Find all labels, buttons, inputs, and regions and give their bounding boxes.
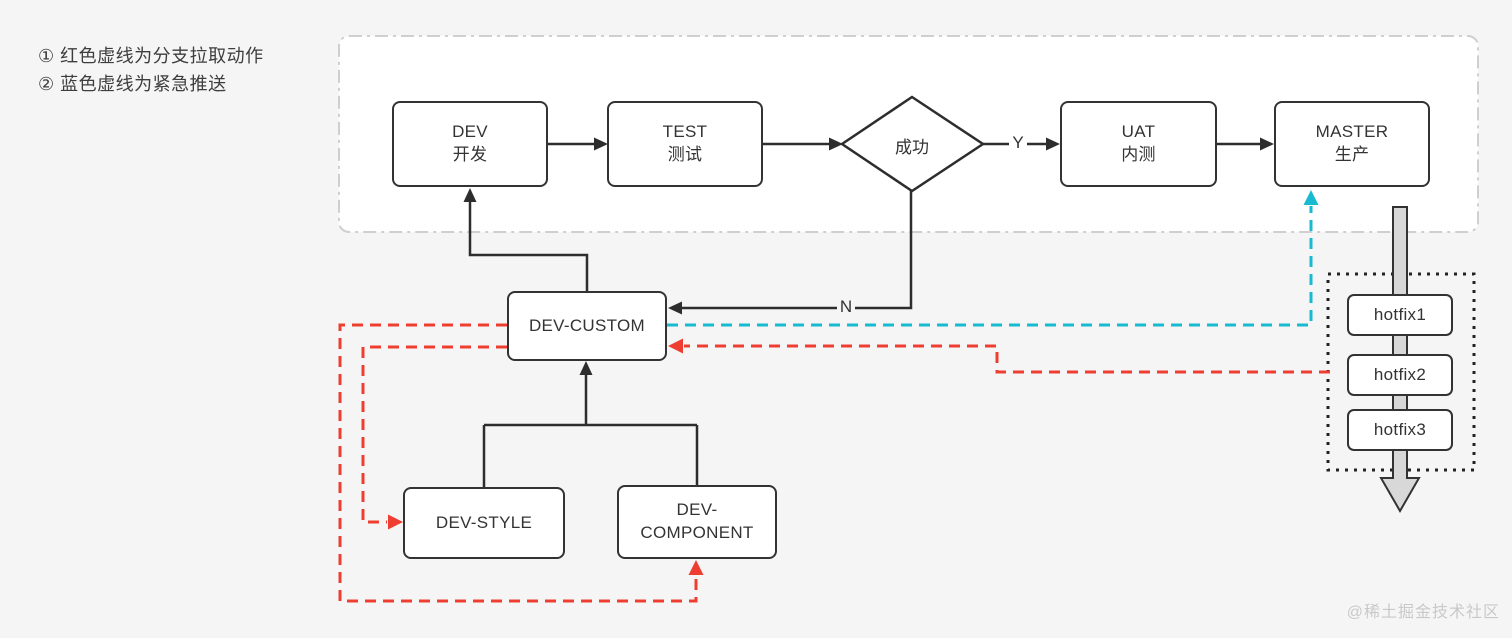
node-hotfix1-label: hotfix1	[1373, 304, 1427, 324]
node-test-title: TEST	[662, 122, 708, 142]
edge-label-no: N	[834, 297, 858, 317]
node-uat-title: UAT	[1121, 122, 1156, 142]
node-dev-custom-label: DEV-CUSTOM	[528, 315, 646, 335]
node-dev-title: DEV	[452, 122, 488, 142]
node-hotfix2: hotfix2	[1347, 354, 1453, 396]
edge-decision-to-devcustom-no	[668, 191, 913, 315]
node-hotfix2-label: hotfix2	[1373, 364, 1427, 384]
node-dev-component: DEV- COMPONENT	[617, 485, 777, 559]
edge-dev-to-test	[548, 137, 608, 151]
node-uat: UAT 内测	[1060, 101, 1217, 187]
node-test: TEST 测试	[607, 101, 763, 187]
node-dev-component-line1: DEV-	[676, 500, 718, 520]
edge-devcustom-to-master-cyan	[667, 190, 1319, 327]
decision-label: 成功	[895, 138, 929, 157]
node-uat-subtitle: 内测	[1121, 145, 1156, 164]
node-dev-custom: DEV-CUSTOM	[507, 291, 667, 361]
node-hotfix3: hotfix3	[1347, 409, 1453, 451]
node-test-subtitle: 测试	[667, 145, 703, 164]
edge-uat-to-master	[1217, 137, 1274, 151]
node-dev-style: DEV-STYLE	[403, 487, 565, 559]
node-master-title: MASTER	[1315, 122, 1389, 142]
edge-devcustom-to-devstyle-red	[361, 345, 507, 530]
legend: ① 红色虚线为分支拉取动作 ② 蓝色虚线为紧急推送	[38, 42, 264, 98]
watermark: @稀土掘金技术社区	[1346, 604, 1500, 621]
edge-devcustom-to-dev	[463, 188, 589, 291]
legend-line-blue: ② 蓝色虚线为紧急推送	[38, 74, 227, 94]
edge-devcustom-to-devcomponent-red	[338, 323, 704, 603]
edge-label-yes: Y	[1006, 133, 1030, 153]
edge-test-to-decision	[763, 137, 843, 151]
node-dev-subtitle: 开发	[452, 145, 488, 164]
node-dev: DEV 开发	[392, 101, 548, 187]
node-master-subtitle: 生产	[1334, 145, 1370, 164]
edge-hotfix2-to-devcustom-red	[668, 338, 1330, 374]
legend-line-red: ① 红色虚线为分支拉取动作	[38, 46, 264, 66]
node-hotfix3-label: hotfix3	[1373, 419, 1427, 439]
node-hotfix1: hotfix1	[1347, 294, 1453, 336]
node-dev-component-line2: COMPONENT	[640, 523, 754, 542]
node-dev-style-label: DEV-STYLE	[435, 512, 533, 532]
edge-children-to-devcustom-tree	[482, 361, 699, 488]
node-master: MASTER 生产	[1274, 101, 1430, 187]
